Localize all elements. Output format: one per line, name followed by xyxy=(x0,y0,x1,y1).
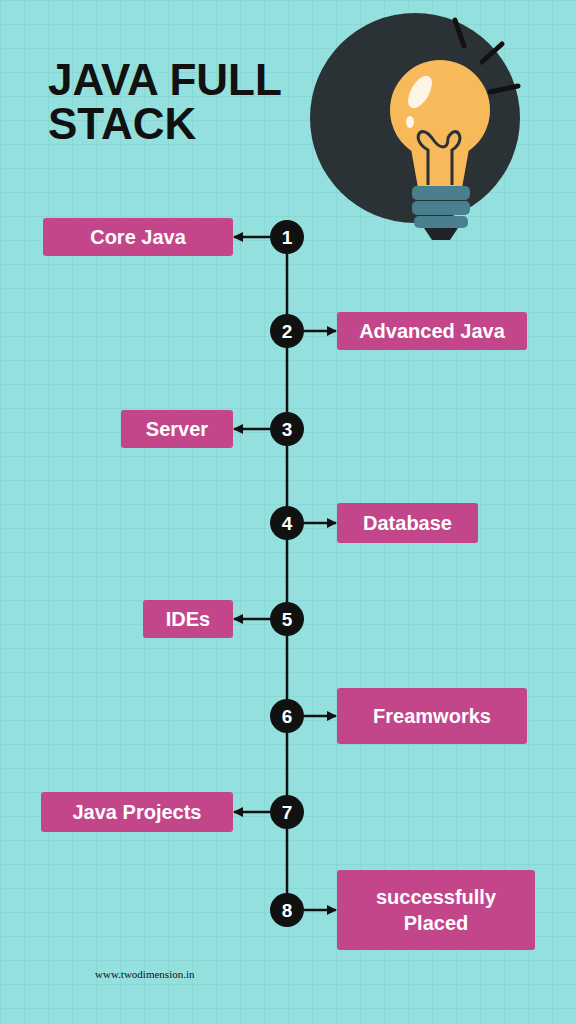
timeline-line xyxy=(286,446,289,506)
step-arrow xyxy=(304,909,336,912)
step-arrow xyxy=(234,236,270,239)
step-number-circle: 7 xyxy=(270,795,304,829)
timeline-line xyxy=(286,254,289,314)
callout-number: 1 xyxy=(282,228,293,247)
step-number-circle: 5 xyxy=(270,602,304,636)
step-box: Freamworks xyxy=(337,688,527,744)
step-number-circle: 1 xyxy=(270,220,304,254)
step-label: Java Projects xyxy=(73,799,202,825)
step-number-circle: 2 xyxy=(270,314,304,348)
step-label: successfully Placed xyxy=(351,884,521,936)
timeline-line xyxy=(286,636,289,699)
step-number-circle: 6 xyxy=(270,699,304,733)
step-number-circle: 8 xyxy=(270,893,304,927)
timeline-line xyxy=(286,540,289,602)
watermark: www.twodimension.in xyxy=(95,968,195,980)
step-label: IDEs xyxy=(166,606,210,632)
step-arrow xyxy=(234,618,270,621)
step-number-circle: 4 xyxy=(270,506,304,540)
step-box: Core Java xyxy=(43,218,233,256)
timeline-line xyxy=(286,348,289,412)
callout-number: 6 xyxy=(282,707,293,726)
step-label: Core Java xyxy=(90,224,186,250)
step-label: Database xyxy=(363,510,452,536)
step-box: Database xyxy=(337,503,478,543)
step-label: Freamworks xyxy=(373,703,491,729)
step-arrow xyxy=(234,811,270,814)
step-label: Advanced Java xyxy=(359,318,505,344)
step-box: Server xyxy=(121,410,233,448)
callout-number: 2 xyxy=(282,322,293,341)
callout-number: 7 xyxy=(282,803,293,822)
callout-number: 4 xyxy=(282,514,293,533)
timeline-line xyxy=(286,733,289,795)
step-arrow xyxy=(304,522,336,525)
callout-number: 5 xyxy=(282,610,293,629)
step-arrow xyxy=(304,330,336,333)
step-box: Advanced Java xyxy=(337,312,527,350)
callout-number: 8 xyxy=(282,901,293,920)
timeline-line xyxy=(286,829,289,893)
step-box: Java Projects xyxy=(41,792,233,832)
step-box: IDEs xyxy=(143,600,233,638)
step-box: successfully Placed xyxy=(337,870,535,950)
step-arrow xyxy=(234,428,270,431)
callout-number: 3 xyxy=(282,420,293,439)
step-arrow xyxy=(304,715,336,718)
step-label: Server xyxy=(146,416,208,442)
step-number-circle: 3 xyxy=(270,412,304,446)
diagram-title: JAVA FULL STACK xyxy=(48,58,318,146)
